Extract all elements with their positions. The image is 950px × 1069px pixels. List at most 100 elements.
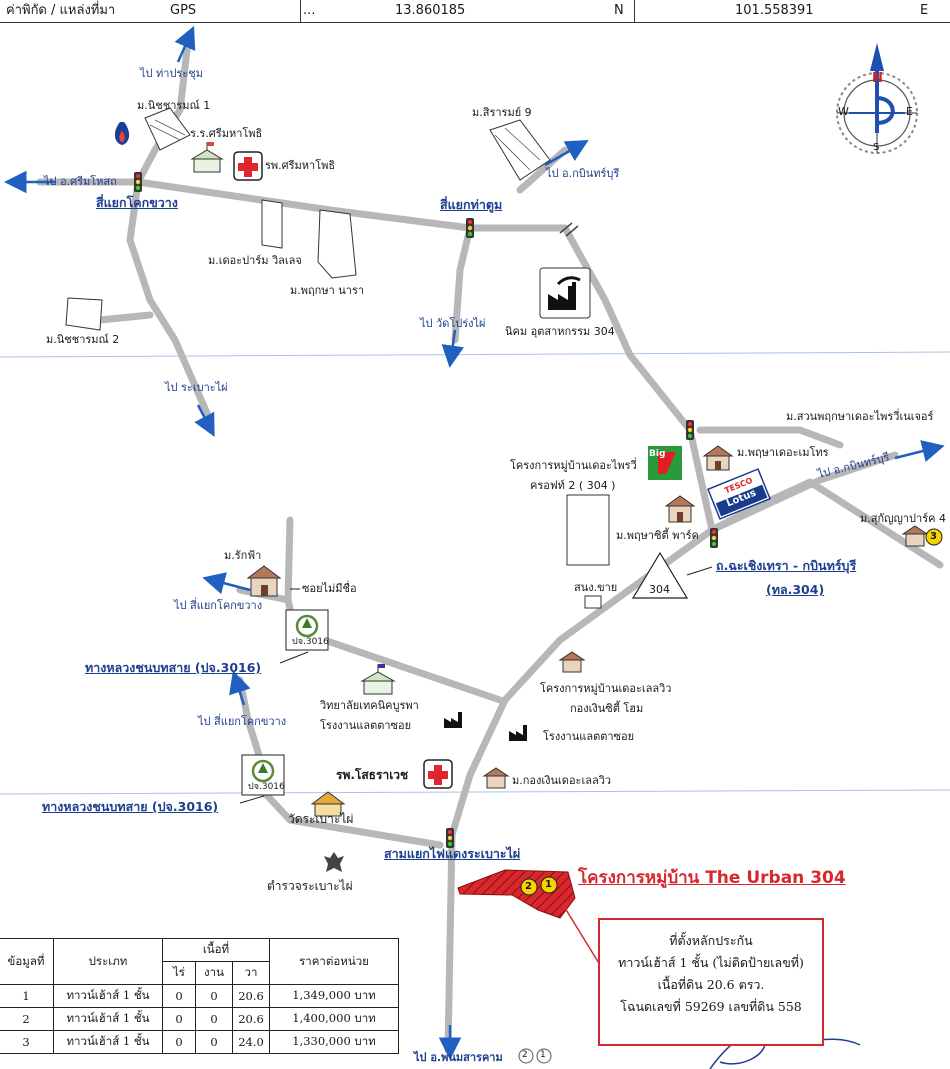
label-factory-2: โรงงานแลตตาซอย	[543, 730, 635, 743]
marker-circle	[518, 1048, 534, 1064]
post-office-block	[584, 595, 602, 609]
gas-flame	[119, 131, 125, 142]
label-post-office: สนง.ขาย	[574, 581, 618, 594]
route-304-shield	[631, 551, 689, 599]
label-the-private: โครงการหมู่บ้านเดอะไพรวี่	[510, 459, 637, 472]
house-icon	[901, 525, 929, 547]
table-row: 1 ทาวน์เฮ้าส์ 1 ชั้น 0 0 20.6 1,349,000 …	[0, 984, 399, 1008]
label-junction-khok-khwang: สี่แยกโคกขวาง	[96, 195, 178, 210]
label-road-304-name: ถ.ฉะเชิงเทรา - กบินทร์บุรี	[716, 558, 857, 573]
label-school: ร.ร.ศรีมหาโพธิ	[190, 127, 263, 140]
project-site-area	[457, 869, 576, 919]
label-to-srimahaphot: ไป อ.ศรีมโหสถ	[44, 175, 117, 188]
factory-icon	[505, 713, 537, 745]
compass-n: N	[872, 71, 883, 86]
marker-1: 1	[545, 879, 552, 890]
road-sukanya	[708, 478, 944, 569]
cell-price: 1,330,000 บาท	[269, 1030, 399, 1054]
road-suan-pruksa	[696, 426, 844, 449]
label-route-304: 304	[649, 583, 670, 596]
hospital-icon	[423, 759, 453, 789]
project-title: โครงการหมู่บ้าน The Urban 304	[578, 868, 846, 888]
label-ban-rak-fa: ม.รักฟ้า	[224, 549, 262, 562]
label-suan-pruksa: ม.สวนพฤกษาเดอะไพรวี่เนเจอร์	[786, 410, 934, 423]
label-police: ตำรวจระเบาะไผ่	[267, 879, 353, 893]
label-nitcharam2: ม.นิชชารมณ์ 2	[46, 333, 120, 346]
label-to-khok-khwang-2: ไป สี่แยกโคกขวาง	[198, 715, 287, 728]
label-hospital-srimahaphot: รพ.ศรีมหาโพธิ	[265, 159, 336, 172]
cell-wa: 24.0	[232, 1030, 270, 1054]
label-factory-1: โรงงานแลตตาซอย	[320, 719, 412, 732]
coordinate-header: ค่าพิกัด / แหล่งที่มา GPS ... 13.860185 …	[0, 0, 950, 23]
traffic-light-icon	[710, 528, 718, 548]
cell-type: ทาวน์เฮ้าส์ 1 ชั้น	[53, 984, 163, 1008]
marker-2: 2	[525, 881, 532, 892]
longitude-unit: E	[920, 3, 929, 18]
road-network	[36, 38, 944, 1054]
compass-e: E	[906, 105, 913, 118]
table-row: 3 ทาวน์เฮ้าส์ 1 ชั้น 0 0 24.0 1,330,000 …	[0, 1030, 399, 1054]
note-line-1: ที่ตั้งหลักประกัน	[669, 933, 753, 948]
big-c-text: Big	[649, 449, 666, 459]
railway-crossing-icon	[559, 222, 579, 237]
houses	[246, 445, 929, 789]
label-crossover: ครอฟท์ 2 ( 304 )	[530, 479, 616, 492]
road-main-304	[36, 178, 716, 1054]
leader-line	[279, 651, 309, 664]
big-c-logo	[648, 446, 682, 480]
cell-wa: 20.6	[232, 984, 270, 1008]
arrow-kabinburi-2	[894, 440, 945, 462]
pc3016-marker	[285, 609, 329, 651]
table-row: 2 ทาวน์เฮ้าส์ 1 ชั้น 0 0 20.6 1,400,000 …	[0, 1007, 399, 1031]
leader-line	[686, 566, 713, 576]
marker-2-bottom: 2	[522, 1050, 528, 1060]
label-wat-rabao-phai: วัดระเบาะไผ่	[288, 812, 354, 826]
label-to-wat-prong-phai: ไป วัดโปร่งไผ่	[420, 317, 486, 330]
pruksa-nara-block	[317, 209, 357, 279]
longitude-value: 101.558391	[735, 3, 814, 18]
cell-ngan: 0	[195, 1007, 233, 1031]
cell-rai: 0	[162, 1030, 196, 1054]
arrow-tha-pra-chum	[174, 25, 196, 63]
arrow-khok-khwang-2	[229, 670, 251, 706]
site-markers	[518, 528, 943, 1064]
coord-label: ค่าพิกัด / แหล่งที่มา	[6, 3, 116, 18]
cell-type: ทาวน์เฮ้าส์ 1 ชั้น	[53, 1007, 163, 1031]
arrow-khok-khwang-1	[202, 572, 251, 595]
hospital-icon	[233, 151, 263, 181]
label-unnamed-soi: ซอยไม่มีชื่อ	[302, 582, 357, 595]
the-farm-block	[261, 199, 283, 249]
label-ngern-city: กองเงินซิตี้ โฮม	[570, 702, 644, 715]
house-icon	[482, 767, 510, 789]
compass-s: S	[873, 142, 880, 153]
latitude-unit: N	[614, 3, 624, 18]
label-road-304-code: (ทล.304)	[766, 582, 825, 597]
north-arrow-icon	[870, 43, 884, 71]
village-blocks	[65, 107, 610, 609]
note-line-3: เนื้อที่ดิน 20.6 ตรว.	[657, 977, 765, 992]
header-wa: วา	[232, 961, 270, 985]
label-pruksa-city: ม.พฤษาซิตี้ พาร์ค	[616, 529, 699, 542]
cell-type: ทาวน์เฮ้าส์ 1 ชั้น	[53, 1030, 163, 1054]
grid-line	[0, 351, 950, 358]
label-sirarom9: ม.สิรารมย์ 9	[472, 106, 532, 119]
latitude-value: 13.860185	[395, 3, 466, 18]
cell-no: 1	[0, 984, 54, 1008]
sirarom9-block	[489, 119, 551, 181]
marker-circle	[540, 876, 558, 894]
label-junction-lights: สามแยกไฟแดงระเบาะไผ่	[384, 846, 521, 861]
grid-line	[0, 789, 950, 795]
header-price: ราคาต่อหน่วย	[269, 938, 399, 985]
cell-no: 3	[0, 1030, 54, 1054]
gps-source: GPS	[170, 3, 197, 18]
cell-wa: 20.6	[232, 1007, 270, 1031]
compass-rose	[836, 43, 918, 154]
cell-no: 2	[0, 1007, 54, 1031]
label-hospital-sothara: รพ.โสธราเวช	[336, 768, 409, 782]
house-icon	[702, 445, 734, 471]
marker-circle	[536, 1048, 552, 1064]
header-ngan: งาน	[195, 961, 233, 985]
marker-1-bottom: 1	[540, 1050, 546, 1060]
collateral-note-box: ที่ตั้งหลักประกัน ทาวน์เฮ้าส์ 1 ชั้น (ไม…	[598, 918, 824, 1046]
